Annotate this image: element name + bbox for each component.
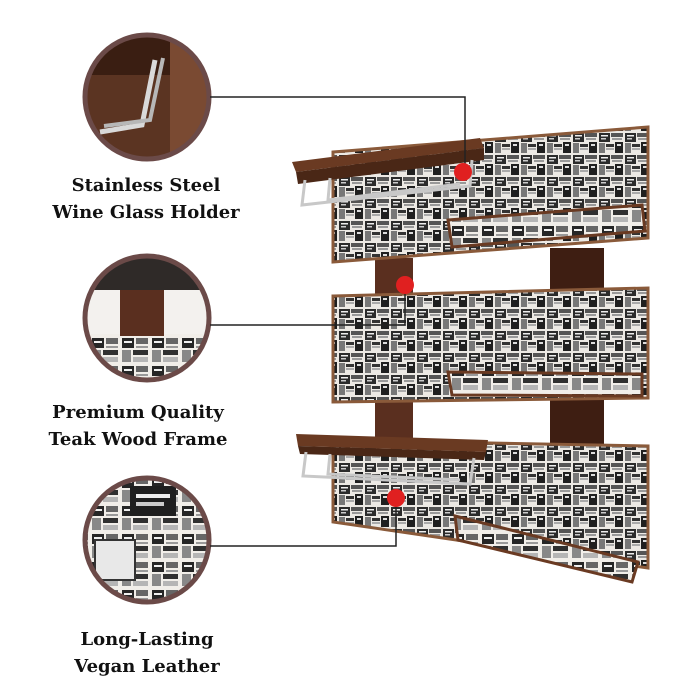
wall-rack [292, 125, 650, 584]
feature-circle-2 [82, 253, 212, 383]
feature-circle-3 [82, 475, 212, 605]
top-small-shelf [446, 203, 647, 249]
leader-line-2 [210, 285, 406, 326]
marker-dot-3 [387, 489, 405, 507]
feature-2-line1: Premium Quality [52, 402, 224, 423]
marker-dot-2 [396, 276, 414, 294]
bottom-leather-panel [331, 438, 650, 570]
feature-label-1: Stainless Steel Wine Glass Holder [26, 172, 266, 226]
leader-line-3 [210, 498, 397, 547]
feature-label-3: Long-Lasting Vegan Leather [27, 626, 267, 680]
leader-line-1 [210, 96, 466, 170]
middle-small-shelf [446, 370, 644, 398]
feature-2-line2: Teak Wood Frame [48, 429, 228, 450]
bottom-glass-shelf [296, 434, 488, 452]
bottom-steel-holder [301, 451, 476, 486]
marker-dot-1 [454, 163, 472, 181]
feature-1-line2: Wine Glass Holder [52, 202, 240, 223]
top-glass-shelf [292, 138, 484, 172]
feature-3-line1: Long-Lasting [80, 629, 214, 650]
feature-3-line2: Vegan Leather [74, 656, 220, 677]
bottom-small-shelf [453, 514, 640, 584]
feature-label-2: Premium Quality Teak Wood Frame [18, 399, 258, 453]
leader-lines [210, 96, 466, 547]
feature-circle-1 [82, 32, 212, 162]
feature-1-line1: Stainless Steel [71, 175, 221, 196]
steel-rod-icon [99, 59, 158, 135]
